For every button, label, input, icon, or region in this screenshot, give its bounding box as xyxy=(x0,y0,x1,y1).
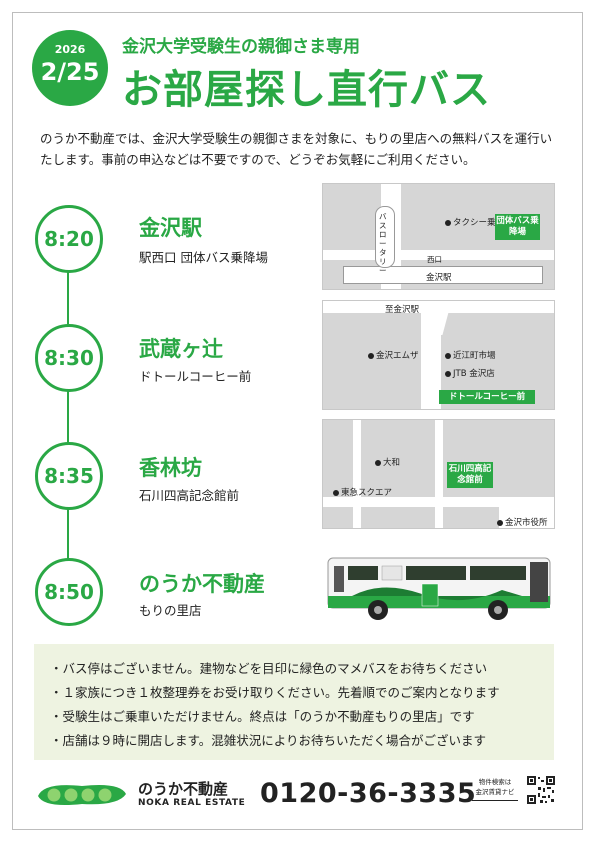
map-busstop-label: ドトールコーヒー前 xyxy=(439,390,535,404)
map-busstop-label: 団体バス乗降場 xyxy=(495,214,540,240)
stop-time-2: 8:30 xyxy=(35,324,103,392)
map-road xyxy=(353,420,361,528)
intro-text: のうか不動産では、金沢大学受験生の親御さまを対象に、もりの里店への無料バスを運行… xyxy=(40,131,553,167)
map-label-emuza: 金沢エムザ xyxy=(368,349,419,361)
date-badge: 2026 2/25 xyxy=(32,30,108,106)
stop-sub-1: 駅西口 団体バス乗降場 xyxy=(139,250,268,265)
map-road xyxy=(499,506,554,528)
stop-time-1: 8:20 xyxy=(35,205,103,273)
company-name-en: NOKA REAL ESTATE xyxy=(138,798,246,808)
map-kanazawa-station: 金沢駅 西口 バスロータリー タクシー乗り場 団体バス乗降場 xyxy=(322,183,555,290)
map-busstop-label: 石川四高記念館前 xyxy=(447,462,493,488)
stop-time-4: 8:50 xyxy=(35,558,103,626)
map-label-rotary: バスロータリー xyxy=(379,212,387,275)
navi-line-1: 物件検索は xyxy=(478,778,512,786)
bus-illustration xyxy=(327,557,551,620)
navi-underline xyxy=(472,800,518,801)
map-label-cityhall: 金沢市役所 xyxy=(497,516,548,528)
timeline-line xyxy=(67,230,69,575)
stop-name-1: 金沢駅 xyxy=(139,216,202,240)
bean-pod-icon xyxy=(38,785,126,805)
stop-sub-2: ドトールコーヒー前 xyxy=(139,369,252,384)
company-logo: のうか不動産 NOKA REAL ESTATE xyxy=(34,776,245,814)
map-musashi: 至金沢駅 金沢エムザ 近江町市場 JTB 金沢店 ドトールコーヒー前 xyxy=(322,300,555,410)
map-label-daiwa: 大和 xyxy=(375,456,400,468)
note-item: ・バス停はございません。建物などを目印に緑色のマメバスをお待ちください xyxy=(50,661,488,676)
map-label-to-station: 至金沢駅 xyxy=(385,305,420,315)
stop-name-4: のうか不動産 xyxy=(139,572,265,596)
map-road xyxy=(323,497,554,507)
bus-rotary xyxy=(375,206,395,268)
map-label-taxi: タクシー乗り場 xyxy=(445,216,513,228)
page-subtitle: 金沢大学受験生の親御さま専用 xyxy=(122,37,360,57)
date-day: 2/25 xyxy=(40,58,100,86)
notes-box: ・バス停はございません。建物などを目印に緑色のマメバスをお待ちください ・１家族… xyxy=(34,644,554,760)
map-label-station: 金沢駅 xyxy=(426,273,452,283)
stop-time-3: 8:35 xyxy=(35,442,103,510)
qr-code-icon[interactable] xyxy=(526,775,556,805)
search-navi-note: 物件検索は 金沢賃貸ナビ xyxy=(472,777,518,801)
map-label-west: 西口 xyxy=(427,255,442,264)
stop-name-2: 武蔵ヶ辻 xyxy=(139,337,223,361)
page-title: お部屋探し直行バス xyxy=(122,67,491,113)
map-label-jtb: JTB 金沢店 xyxy=(445,367,495,379)
date-year: 2026 xyxy=(54,43,86,56)
note-item: ・店舗は９時に開店します。混雑状況によりお待ちいただく場合がございます xyxy=(50,733,487,748)
stop-sub-4: もりの里店 xyxy=(139,603,202,618)
phone-number[interactable]: 0120-36-3335 xyxy=(260,778,477,809)
map-road xyxy=(435,420,443,528)
navi-line-2: 金沢賃貸ナビ xyxy=(475,788,515,796)
map-road xyxy=(323,250,554,260)
stop-sub-3: 石川四高記念館前 xyxy=(139,488,240,503)
map-label-market: 近江町市場 xyxy=(445,349,496,361)
stop-name-3: 香林坊 xyxy=(139,456,202,480)
company-name: のうか不動産 xyxy=(138,780,229,798)
map-korinbo: 大和 東急スクエア 石川四高記念館前 金沢市役所 xyxy=(322,419,555,529)
note-item: ・１家族につき１枚整理券をお受け取りください。先着順でのご案内となります xyxy=(50,685,500,700)
note-item: ・受験生はご乗車いただけません。終点は「のうか不動産もりの里店」です xyxy=(50,709,475,724)
station-building xyxy=(343,266,543,284)
map-label-tokyu: 東急スクエア xyxy=(333,486,392,498)
